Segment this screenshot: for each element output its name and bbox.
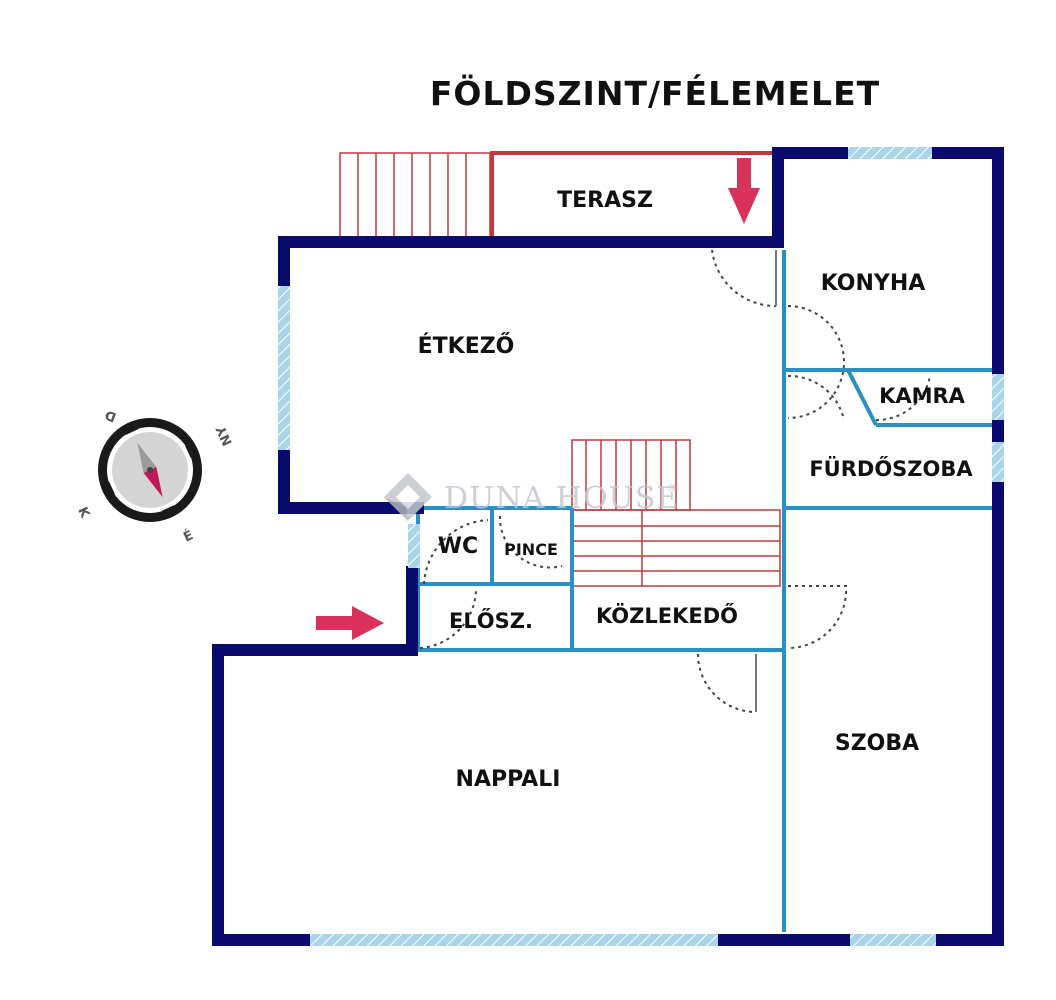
- compass-ny: NY: [213, 423, 235, 448]
- room-label-konyha: KONYHA: [821, 271, 926, 296]
- windows: [278, 147, 1004, 946]
- room-label-etkezo: ÉTKEZŐ: [418, 333, 515, 359]
- door-swings: [419, 249, 931, 713]
- compass-e: É: [181, 527, 196, 545]
- room-label-kozlekedo: KÖZLEKEDŐ: [596, 603, 738, 628]
- compass: D NY É K: [74, 406, 236, 545]
- main-entry-arrow: [316, 606, 384, 640]
- room-label-szoba: SZOBA: [835, 731, 919, 756]
- compass-needle-icon: [137, 442, 163, 498]
- room-label-pince: PINCE: [504, 540, 558, 559]
- terrace-entry-arrow: [728, 158, 760, 224]
- compass-d: D: [103, 406, 118, 424]
- watermark-logo-icon: [384, 473, 432, 521]
- room-label-terasz: TERASZ: [557, 188, 653, 213]
- terrace-outline: [490, 151, 778, 241]
- room-label-wc: WC: [438, 534, 478, 559]
- plan-title: FÖLDSZINT/FÉLEMELET: [430, 73, 880, 113]
- room-label-eloszoba: ELŐSZ.: [449, 608, 533, 633]
- room-label-kamra: KAMRA: [879, 384, 966, 408]
- watermark-mark: ®: [666, 482, 678, 495]
- watermark-text: DUNA HOUSE: [444, 481, 679, 516]
- room-label-furdoszoba: FÜRDŐSZOBA: [809, 456, 973, 481]
- terrace-stairs: [339, 152, 491, 242]
- compass-k: K: [74, 505, 92, 521]
- room-label-nappali: NAPPALI: [456, 767, 561, 792]
- watermark: DUNA HOUSE ®: [384, 473, 679, 521]
